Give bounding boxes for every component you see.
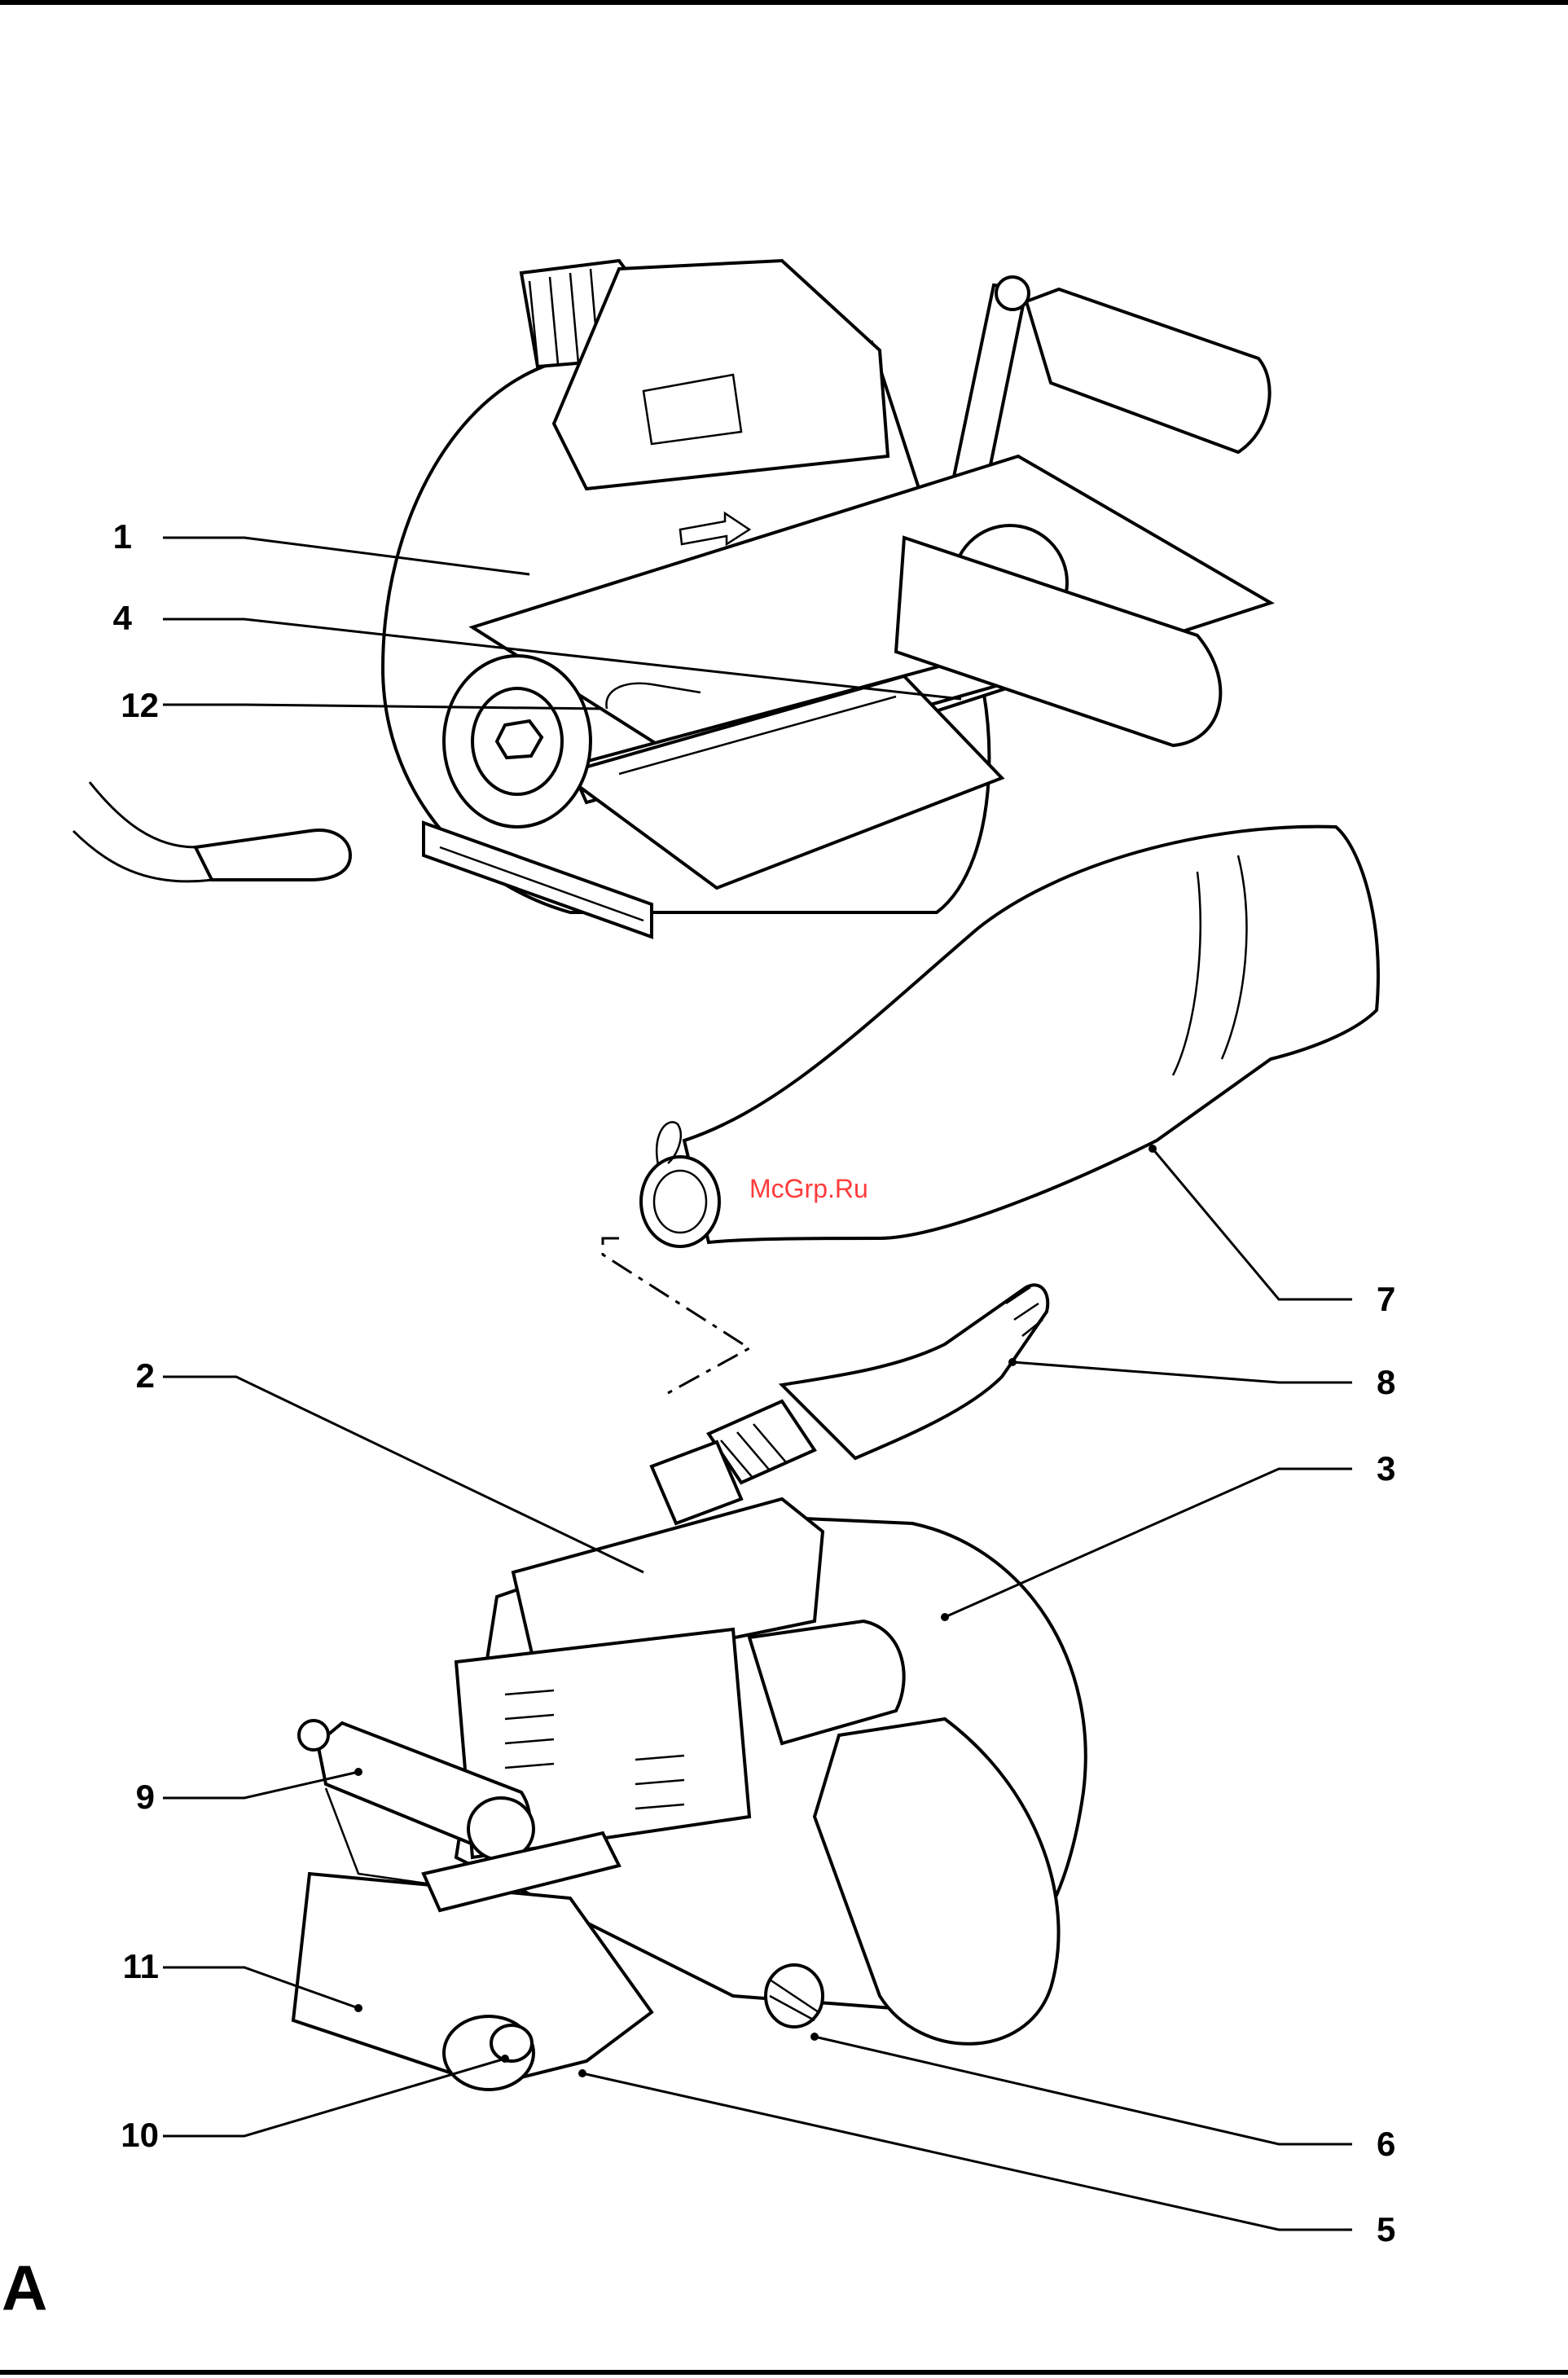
callout-label-3: 3 xyxy=(1377,1449,1395,1488)
figure-letter: A xyxy=(2,2252,47,2323)
callout-label-5: 5 xyxy=(1377,2210,1395,2248)
callout-label-9: 9 xyxy=(136,1778,155,1816)
callout-label-8: 8 xyxy=(1377,1363,1395,1401)
callout-label-10: 10 xyxy=(121,2116,159,2154)
callout-label-1: 1 xyxy=(113,517,132,556)
callout-label-2: 2 xyxy=(136,1356,155,1395)
callout-label-7: 7 xyxy=(1377,1280,1395,1318)
watermark: McGrp.Ru xyxy=(749,1174,868,1203)
lower-sander-drawing xyxy=(293,1285,1086,2090)
callout-label-4: 4 xyxy=(113,599,133,637)
upper-sander-drawing xyxy=(73,261,1271,937)
assembly-guide-line xyxy=(603,1238,749,1393)
callout-label-12: 12 xyxy=(121,686,159,724)
callout-label-11: 11 xyxy=(123,1947,159,1985)
callout-label-6: 6 xyxy=(1377,2125,1395,2163)
